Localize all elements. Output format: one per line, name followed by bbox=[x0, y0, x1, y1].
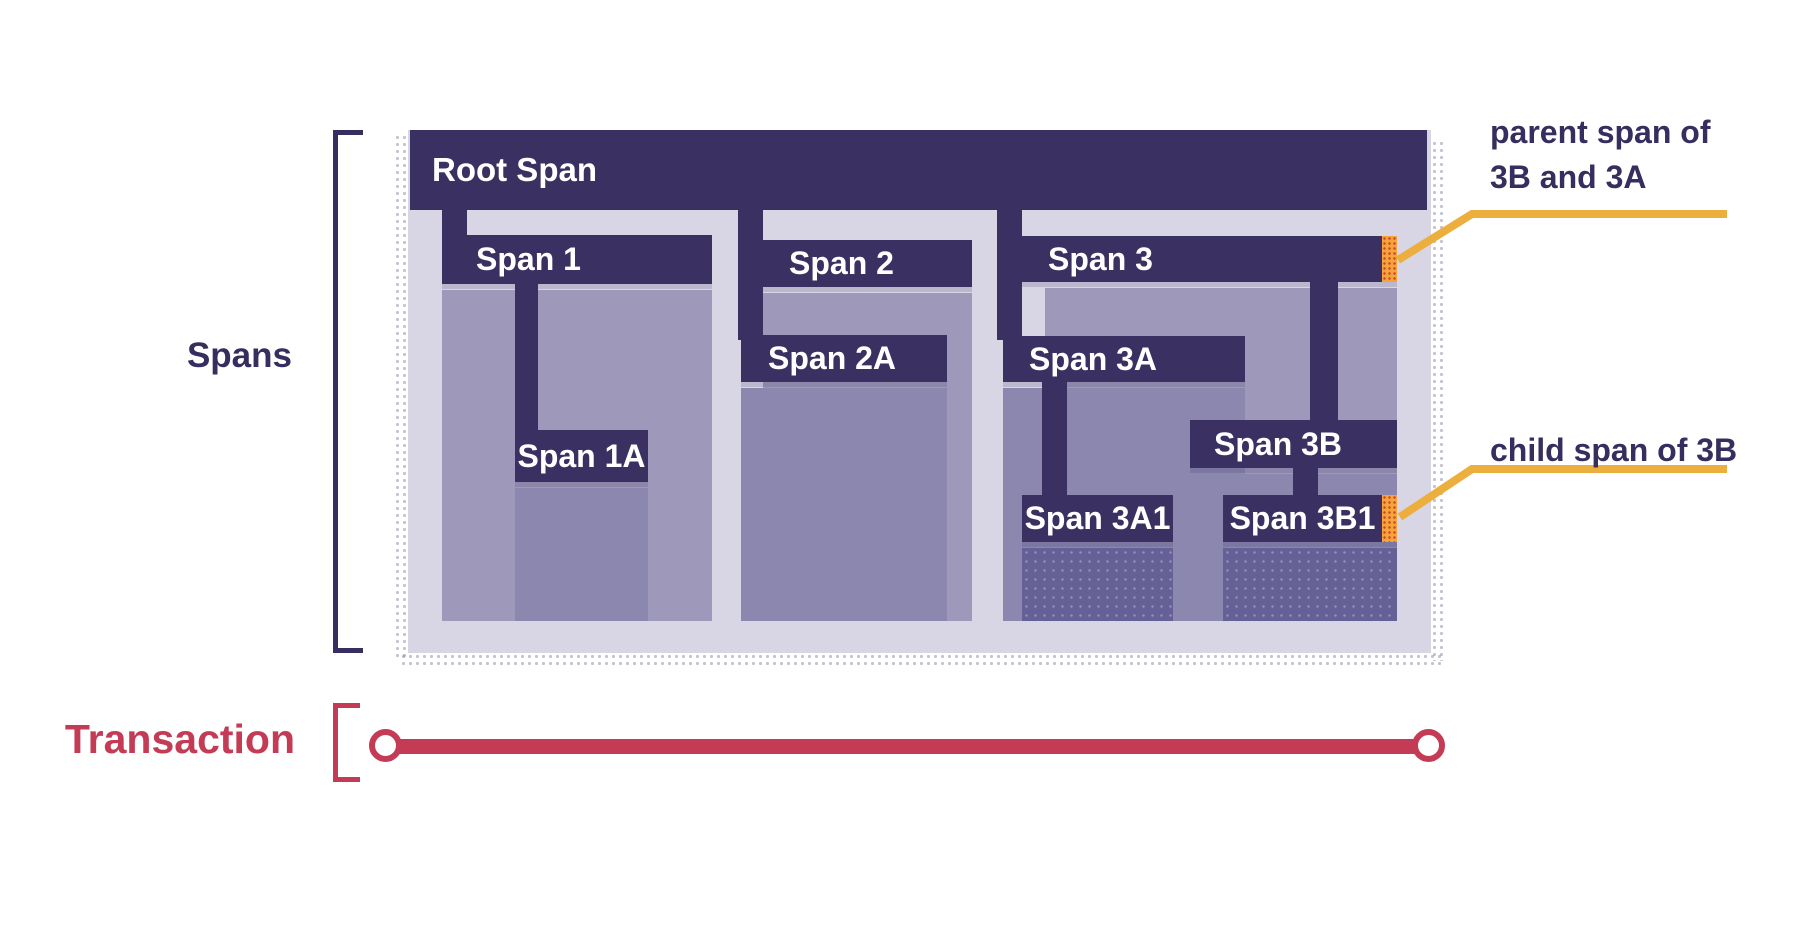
parent-annotation-line2: 3B and 3A bbox=[1490, 159, 1647, 195]
span1a-bar: Span 1A bbox=[515, 430, 648, 482]
panel-shadow-right bbox=[1431, 140, 1444, 661]
span2a-duration-region bbox=[741, 388, 947, 621]
connector-root-to-span2-2a bbox=[738, 210, 763, 340]
span3a-label: Span 3A bbox=[1029, 340, 1158, 377]
connector-span3a-to-span3a1 bbox=[1042, 382, 1067, 500]
parent-annotation-leader-line bbox=[1395, 210, 1727, 264]
span2-label: Span 2 bbox=[789, 245, 894, 281]
parent-annotation-line1: parent span of bbox=[1490, 114, 1711, 150]
span3a1-bar: Span 3A1 bbox=[1022, 495, 1173, 542]
root-span-label: Root Span bbox=[432, 151, 597, 188]
transaction-bracket-top-tick bbox=[333, 703, 360, 708]
span3a1-label: Span 3A1 bbox=[1024, 500, 1171, 536]
transaction-timeline bbox=[398, 739, 1417, 754]
span2-bar: Span 2 bbox=[763, 240, 972, 287]
span1-bar: Span 1 bbox=[442, 235, 712, 284]
spans-section-label: Spans bbox=[186, 336, 292, 375]
span3-bar: Span 3 bbox=[1022, 236, 1397, 282]
span2a-label: Span 2A bbox=[768, 340, 897, 376]
span3a1-duration-region bbox=[1022, 548, 1173, 621]
span3b1-label: Span 3B1 bbox=[1229, 500, 1376, 536]
panel-shadow-left bbox=[394, 134, 408, 657]
span1-label: Span 1 bbox=[476, 241, 581, 277]
span1a-label: Span 1A bbox=[517, 437, 646, 474]
connector-span3b-to-span3b1 bbox=[1293, 468, 1318, 500]
child-annotation-text: child span of 3B bbox=[1490, 432, 1738, 468]
parent-span-annotation: parent span of 3B and 3A bbox=[1490, 110, 1710, 200]
transaction-bracket-bottom-tick bbox=[333, 777, 360, 782]
span3b-label: Span 3B bbox=[1214, 425, 1343, 462]
connector-span1-to-span1a bbox=[515, 284, 538, 434]
span3-label: Span 3 bbox=[1048, 240, 1153, 277]
transaction-start-circle bbox=[369, 729, 402, 762]
transaction-bracket-line bbox=[333, 703, 338, 782]
span3a-bar: Span 3A bbox=[1003, 336, 1245, 382]
span2a-bar: Span 2A bbox=[741, 335, 947, 382]
child-span-annotation: child span of 3B bbox=[1490, 428, 1737, 473]
transaction-section-label: Transaction bbox=[64, 716, 295, 762]
panel-shadow-bottom bbox=[400, 653, 1442, 666]
child-span-marker bbox=[1382, 495, 1397, 542]
span3b-bar: Span 3B bbox=[1190, 420, 1397, 468]
spans-bracket-top-tick bbox=[333, 130, 363, 135]
root-span-bar: Root Span bbox=[410, 130, 1427, 210]
span1a-duration-region bbox=[515, 488, 648, 621]
connector-root-to-span3-3a bbox=[997, 210, 1022, 340]
connector-span3-to-span3b bbox=[1310, 282, 1338, 425]
child-annotation-leader-line bbox=[1397, 465, 1727, 521]
spans-bracket-bottom-tick bbox=[333, 648, 363, 653]
span3b1-bar: Span 3B1 bbox=[1223, 495, 1397, 542]
span3b1-duration-region bbox=[1223, 548, 1397, 621]
parent-span-marker bbox=[1382, 236, 1397, 282]
spans-bracket-line bbox=[333, 130, 338, 653]
transaction-end-circle bbox=[1412, 729, 1445, 762]
